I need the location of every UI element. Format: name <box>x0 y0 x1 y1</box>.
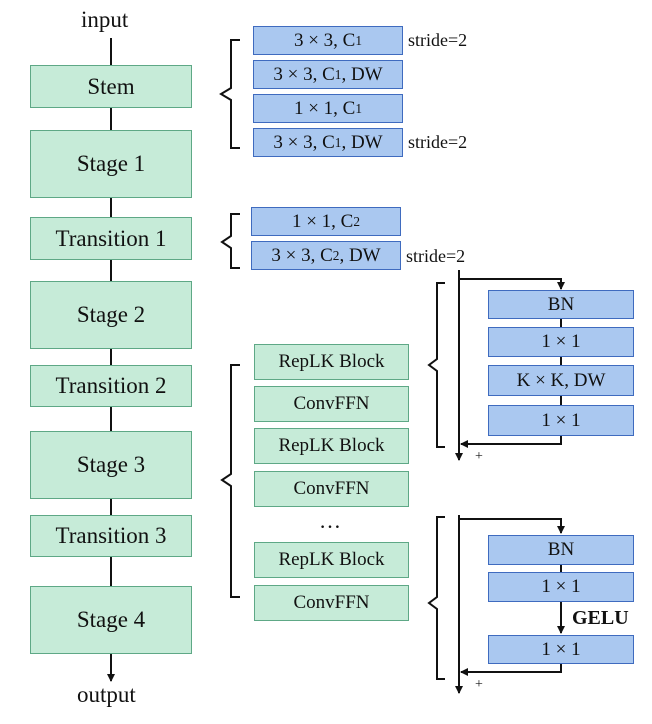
stage-1-box: Stage 1 <box>30 130 192 198</box>
layer-text: 3 × 3, C <box>273 131 335 153</box>
replk-skip-branch <box>459 278 565 290</box>
layer-suffix: , DW <box>339 244 381 266</box>
layer-text: 3 × 3, C <box>273 63 335 85</box>
stage-3-box: Stage 3 <box>30 431 192 499</box>
replk-block-box: RepLK Block <box>254 344 409 380</box>
replk-dw-large-kernel: K × K, DW <box>488 365 634 396</box>
transition-3-box: Transition 3 <box>30 515 192 557</box>
layer-suffix: , DW <box>341 63 383 85</box>
gelu-label: GELU <box>572 607 629 629</box>
convffn-box: ConvFFN <box>254 471 409 507</box>
transition-brace <box>220 213 240 269</box>
ellipsis: … <box>319 508 341 533</box>
convffn-skip-branch <box>459 518 565 534</box>
replk-bn: BN <box>488 290 634 319</box>
layer-text: 1 × 1, C <box>293 97 356 119</box>
convffn-merge <box>460 664 562 676</box>
convffn-bn: BN <box>488 535 634 565</box>
convffn-box: ConvFFN <box>254 386 409 422</box>
convffn-pw-1: 1 × 1 <box>488 572 634 602</box>
stage-brace <box>220 364 240 598</box>
replk-brace <box>427 282 445 448</box>
convffn-plus-sign: + <box>475 677 483 692</box>
stem-stride-label-1: stride=2 <box>408 30 468 50</box>
layer-text: 1 × 1, C <box>291 210 354 232</box>
replk-plus-sign: + <box>475 449 483 464</box>
output-label: output <box>77 682 136 707</box>
stage-2-box: Stage 2 <box>30 281 192 349</box>
stage-4-box: Stage 4 <box>30 586 192 654</box>
replk-merge <box>460 436 562 448</box>
convffn-brace <box>427 516 445 680</box>
transition-stride-label: stride=2 <box>406 246 466 266</box>
replk-pw-1: 1 × 1 <box>488 327 634 357</box>
replk-block-box: RepLK Block <box>254 428 409 464</box>
layer-suffix: , DW <box>341 131 383 153</box>
convffn-box: ConvFFN <box>254 585 409 621</box>
transition-1-box: Transition 1 <box>30 217 192 260</box>
stem-stride-label-2: stride=2 <box>408 132 468 152</box>
convffn-pw-2: 1 × 1 <box>488 635 634 664</box>
stem-box: Stem <box>30 65 192 108</box>
replk-block-box: RepLK Block <box>254 542 409 578</box>
stem-brace <box>219 39 240 149</box>
layer-text: 3 × 3, C <box>271 244 333 266</box>
input-label: input <box>81 7 129 32</box>
replk-pw-2: 1 × 1 <box>488 405 634 436</box>
transition-2-box: Transition 2 <box>30 365 192 407</box>
layer-text: 3 × 3, C <box>293 29 356 51</box>
